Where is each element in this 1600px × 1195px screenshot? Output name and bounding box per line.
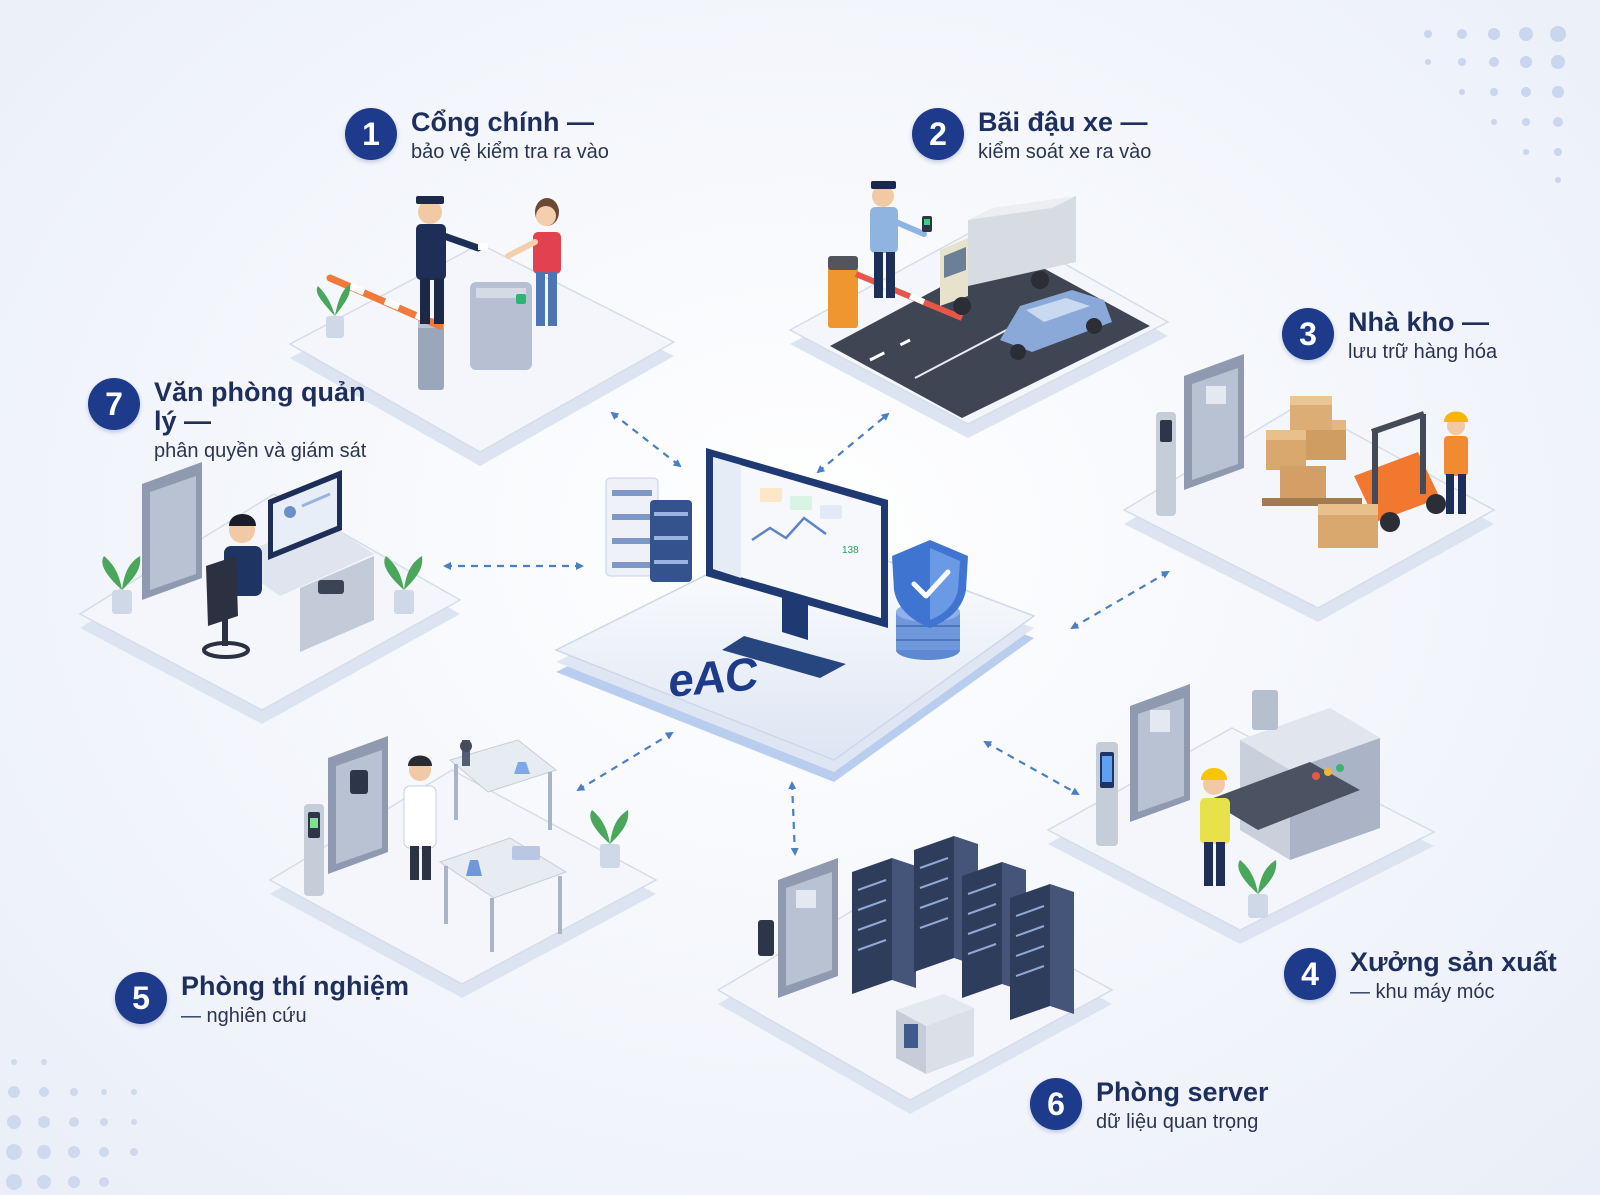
zone-6-title: Phòng server <box>1096 1077 1269 1107</box>
eac-hub-platform: 138 <box>554 448 1036 782</box>
zone-1-platform <box>288 196 676 466</box>
zone-3-label[interactable]: 3 Nhà kho — lưu trữ hàng hóa <box>1282 308 1497 365</box>
zone-6-badge: 6 <box>1030 1078 1082 1130</box>
zone-6-platform <box>716 836 1114 1114</box>
zone-5-title: Phòng thí nghiệm <box>181 971 409 1001</box>
dashboard-monitor-icon: 138 <box>706 448 888 678</box>
arrow-to-zone-2 <box>816 412 890 474</box>
monitor-value: 138 <box>842 545 859 556</box>
zone-4-subtitle: — khu máy móc <box>1350 981 1495 1003</box>
zone-7-subtitle: phân quyền và giám sát <box>154 440 367 462</box>
zone-4-label[interactable]: 4 Xưởng sản xuất — khu máy móc <box>1284 948 1557 1005</box>
dot-pattern-top-right <box>1424 26 1566 183</box>
zone-7-badge: 7 <box>88 378 140 430</box>
warehouse-forklift-icon <box>1156 354 1468 548</box>
dot-pattern-bottom-left <box>6 1059 138 1190</box>
zone-1-subtitle: bảo vệ kiểm tra ra vào <box>411 141 609 163</box>
connection-arrows <box>443 411 1170 856</box>
zone-3-title: Nhà kho — <box>1348 307 1490 337</box>
laboratory-icon <box>304 736 629 952</box>
zone-5-platform <box>268 736 658 998</box>
zone-1-badge: 1 <box>345 108 397 160</box>
zone-5-subtitle: — nghiên cứu <box>181 1005 307 1027</box>
zone-2-badge: 2 <box>912 108 964 160</box>
zone-3-platform <box>1122 354 1496 622</box>
office-desk-icon <box>102 462 423 659</box>
zone-2-subtitle: kiểm soát xe ra vào <box>978 141 1152 163</box>
security-gate-icon <box>316 196 561 390</box>
arrow-to-zone-3 <box>1070 570 1170 630</box>
zone-5-badge: 5 <box>115 972 167 1024</box>
zone-2-title: Bãi đậu xe — <box>978 107 1148 137</box>
security-shield-icon <box>892 540 968 660</box>
zone-6-subtitle: dữ liệu quan trọng <box>1096 1111 1259 1133</box>
server-rack-icon <box>758 836 1074 1074</box>
zone-4-platform <box>1046 684 1436 944</box>
zone-3-badge: 3 <box>1282 308 1334 360</box>
zone-7-platform <box>78 462 462 724</box>
zone-1-title: Cổng chính — <box>411 107 594 137</box>
parking-barrier-icon <box>828 181 1112 360</box>
zone-5-label[interactable]: 5 Phòng thí nghiệm — nghiên cứu <box>115 972 409 1029</box>
arrow-to-zone-6 <box>788 781 799 856</box>
arrow-to-zone-1 <box>610 411 682 468</box>
zone-3-subtitle: lưu trữ hàng hóa <box>1348 341 1498 363</box>
arrow-to-zone-5 <box>576 731 674 792</box>
server-stack-icon <box>605 477 692 582</box>
arrow-to-zone-4 <box>983 741 1080 795</box>
factory-machine-icon <box>1096 684 1380 918</box>
zone-2-platform <box>788 181 1170 438</box>
zone-7-label[interactable]: 7 Văn phòng quản lý — phân quyền và giám… <box>88 378 384 464</box>
hub-eac-label: eAC <box>667 646 759 708</box>
zone-6-label[interactable]: 6 Phòng server dữ liệu quan trọng <box>1030 1078 1269 1135</box>
zone-2-label[interactable]: 2 Bãi đậu xe — kiểm soát xe ra vào <box>912 108 1151 165</box>
zone-1-label[interactable]: 1 Cổng chính — bảo vệ kiểm tra ra vào <box>345 108 609 165</box>
zone-4-title: Xưởng sản xuất <box>1350 947 1557 977</box>
zone-4-badge: 4 <box>1284 948 1336 1000</box>
zone-7-title: Văn phòng quản lý — <box>154 377 366 436</box>
